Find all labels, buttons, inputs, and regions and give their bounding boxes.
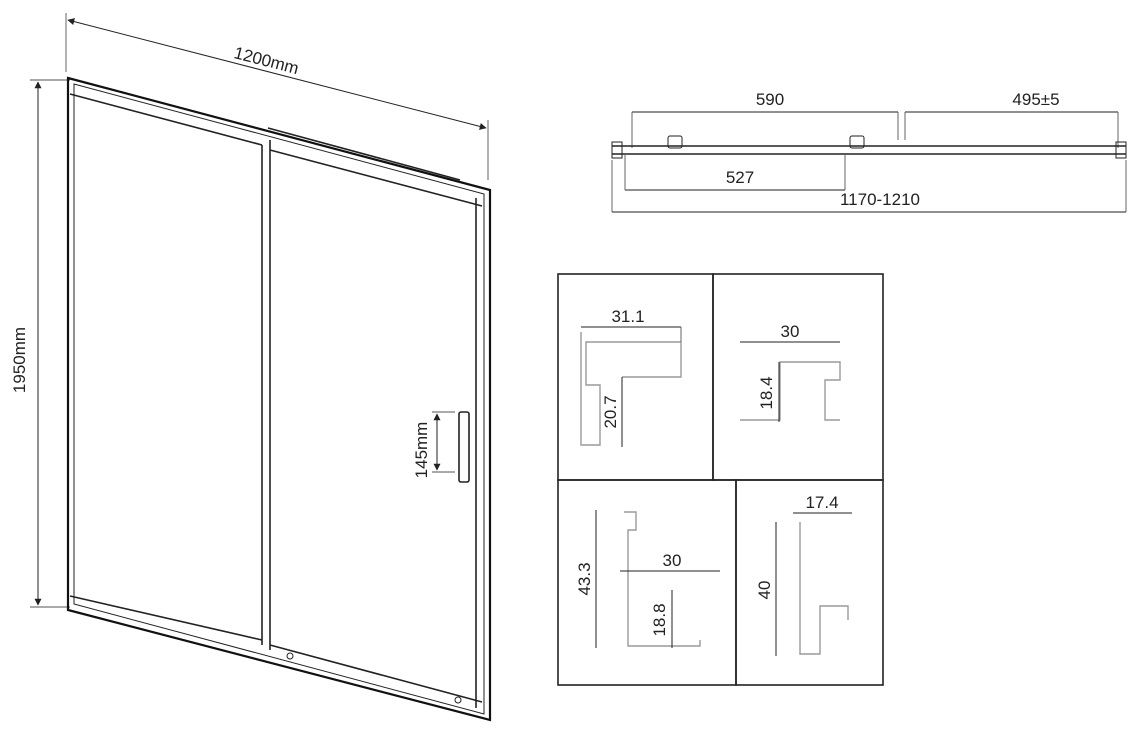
bottom-rail-left bbox=[69, 595, 263, 641]
handle-top-icon bbox=[849, 135, 865, 149]
profile-4-shape bbox=[799, 522, 849, 655]
top-guide-rail bbox=[267, 127, 461, 181]
height-label: 1950mm bbox=[10, 327, 29, 393]
profile-3-shape bbox=[624, 511, 701, 647]
inner-width-label: 527 bbox=[726, 168, 754, 187]
fixed-offset-label: 495±5 bbox=[1012, 90, 1059, 109]
top-view: 590 495±5 527 1170-1210 bbox=[611, 90, 1127, 213]
wall-profile-right bbox=[1115, 141, 1127, 159]
bottom-roller-icon bbox=[286, 652, 294, 660]
top-rail-left bbox=[69, 93, 263, 146]
door-inner-frame bbox=[73, 83, 485, 715]
door-outer-frame bbox=[66, 76, 492, 722]
wall-profile-left bbox=[611, 141, 623, 159]
p3-total-height-label: 43.3 bbox=[575, 562, 594, 595]
profile-box-2 bbox=[712, 273, 884, 481]
profile-1-shape bbox=[580, 332, 682, 446]
top-rail-right bbox=[269, 149, 483, 207]
profile-details: 31.1 20.7 30 18.4 43.3 30 18.8 17.4 40 bbox=[557, 273, 884, 686]
profile-box-4 bbox=[735, 479, 884, 686]
p2-width-label: 30 bbox=[781, 322, 800, 341]
p2-height-label: 18.4 bbox=[757, 376, 776, 409]
p3-width-label: 30 bbox=[663, 551, 682, 570]
p4-height-label: 40 bbox=[755, 581, 774, 600]
front-view: 1200mm 1950mm 145mm bbox=[10, 13, 492, 722]
door-handle-icon bbox=[458, 411, 470, 483]
total-range-label: 1170-1210 bbox=[840, 190, 920, 209]
door-width-label: 590 bbox=[756, 90, 784, 109]
bottom-rail-right bbox=[269, 644, 483, 703]
p1-width-label: 31.1 bbox=[611, 307, 644, 326]
p1-height-label: 20.7 bbox=[601, 395, 620, 428]
handle-top-icon bbox=[667, 135, 683, 149]
p3-height-label: 18.8 bbox=[650, 603, 669, 636]
p4-width-label: 17.4 bbox=[805, 493, 838, 512]
width-label: 1200mm bbox=[232, 43, 301, 78]
width-dimension-line bbox=[67, 18, 487, 130]
handle-label: 145mm bbox=[412, 422, 431, 479]
profile-2-shape bbox=[740, 361, 841, 421]
bottom-roller-icon bbox=[454, 696, 462, 704]
